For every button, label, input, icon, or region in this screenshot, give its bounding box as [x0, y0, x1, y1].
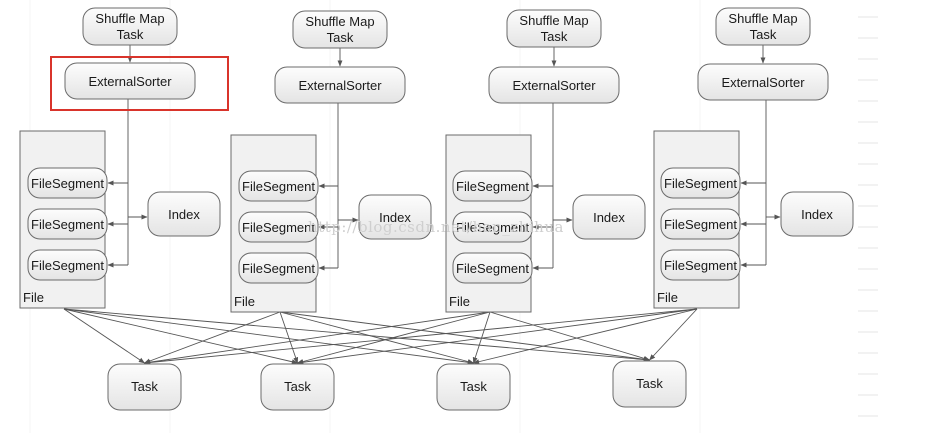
index-node	[572, 194, 646, 240]
file-segment-node	[452, 211, 533, 243]
file-to-task-arrow	[63, 308, 146, 364]
file-to-task-arrow	[472, 311, 491, 364]
file-to-task-arrow	[279, 311, 299, 364]
shuffle-group-4: File Shuffle MapTaskExternalSorterFileSeg…	[653, 7, 854, 309]
file-to-task-arrow	[649, 308, 698, 361]
file-segment-node	[660, 249, 741, 281]
shuffle-group-1: File Shuffle MapTaskExternalSorterFileSeg…	[19, 7, 221, 309]
file-label: File	[234, 294, 255, 309]
file-segment-label: FileSegment	[456, 220, 529, 235]
external-sorter-node	[64, 62, 196, 100]
highlight-box	[50, 56, 229, 111]
shuffle-group-3: File Shuffle MapTaskExternalSorterFileSeg…	[445, 9, 646, 313]
file-to-task-arrow	[143, 311, 491, 365]
shuffle-map-task-node	[292, 10, 388, 49]
shuffle-map-task-label-line1: Shuffle Map	[305, 14, 374, 29]
file-label: File	[23, 290, 44, 305]
file-segment-node	[452, 170, 533, 202]
reduce-task-label: Task	[636, 376, 663, 391]
file-segment-node	[660, 208, 741, 240]
watermark-text: http://blog.csdn.net/han_zhihua	[308, 218, 564, 236]
external-sorter-node	[274, 66, 406, 104]
reduce-task-node	[436, 363, 511, 411]
external-sorter-node	[488, 66, 620, 104]
file-segment-node	[27, 167, 108, 199]
reduce-task-node	[107, 363, 182, 411]
shuffle-map-task-label-line1: Shuffle Map	[519, 13, 588, 28]
external-sorter-label: ExternalSorter	[88, 74, 172, 89]
file-segment-label: FileSegment	[456, 179, 529, 194]
file-segment-label: FileSegment	[242, 179, 315, 194]
reduce-task-node	[260, 363, 335, 411]
file-to-task-arrow	[296, 311, 491, 364]
external-sorter-node	[697, 63, 829, 101]
file-segment-node	[238, 211, 319, 243]
index-label: Index	[801, 207, 833, 222]
file-segment-label: FileSegment	[664, 176, 737, 191]
reduce-task-label: Task	[460, 379, 487, 394]
file-to-task-arrow	[279, 311, 475, 364]
file-segment-label: FileSegment	[664, 217, 737, 232]
file-segment-label: FileSegment	[31, 258, 104, 273]
file-label: File	[449, 294, 470, 309]
file-segment-label: FileSegment	[242, 261, 315, 276]
index-label: Index	[168, 207, 200, 222]
shuffle-map-task-label-line2: Task	[117, 27, 144, 42]
file-to-task-arrow	[296, 308, 698, 365]
file-to-task-arrow	[489, 311, 651, 361]
index-label: Index	[593, 210, 625, 225]
shuffle-map-task-label-line2: Task	[541, 29, 568, 44]
shuffle-map-task-label-line1: Shuffle Map	[95, 11, 164, 26]
index-node	[358, 194, 432, 240]
file-segment-node	[27, 249, 108, 281]
file-to-task-arrow	[63, 308, 475, 365]
reduce-task-label: Task	[131, 379, 158, 394]
file-segment-node	[452, 252, 533, 284]
index-label: Index	[379, 210, 411, 225]
shuffle-map-task-node	[715, 7, 811, 46]
shuffle-map-task-label-line2: Task	[327, 30, 354, 45]
file-segment-node	[238, 252, 319, 284]
file-segment-label: FileSegment	[242, 220, 315, 235]
file-to-task-arrow	[143, 311, 281, 364]
file-segment-node	[238, 170, 319, 202]
shuffle-map-task-node	[506, 9, 602, 48]
shuffle-map-task-node	[82, 7, 178, 46]
file-to-task-arrow	[279, 311, 651, 362]
index-node	[780, 191, 854, 237]
file-to-task-arrow	[472, 308, 698, 365]
reduce-task-node	[612, 360, 687, 408]
file-segment-node	[27, 208, 108, 240]
file-segment-node	[660, 167, 741, 199]
file-segment-label: FileSegment	[31, 176, 104, 191]
shuffle-map-task-label-line2: Task	[750, 27, 777, 42]
file-to-task-arrow	[63, 308, 299, 365]
edges-layer	[63, 45, 781, 365]
file-segment-label: FileSegment	[456, 261, 529, 276]
file-to-task-arrow	[63, 308, 651, 363]
shuffle-group-2: File Shuffle MapTaskExternalSorterFileSeg…	[230, 10, 432, 313]
index-node	[147, 191, 221, 237]
file-segment-label: FileSegment	[664, 258, 737, 273]
shuffle-map-task-label-line1: Shuffle Map	[728, 11, 797, 26]
external-sorter-label: ExternalSorter	[298, 78, 382, 93]
external-sorter-label: ExternalSorter	[721, 75, 805, 90]
reduce-task-label: Task	[284, 379, 311, 394]
external-sorter-label: ExternalSorter	[512, 78, 596, 93]
file-label: File	[657, 290, 678, 305]
file-to-task-arrow	[143, 308, 698, 365]
file-segment-label: FileSegment	[31, 217, 104, 232]
